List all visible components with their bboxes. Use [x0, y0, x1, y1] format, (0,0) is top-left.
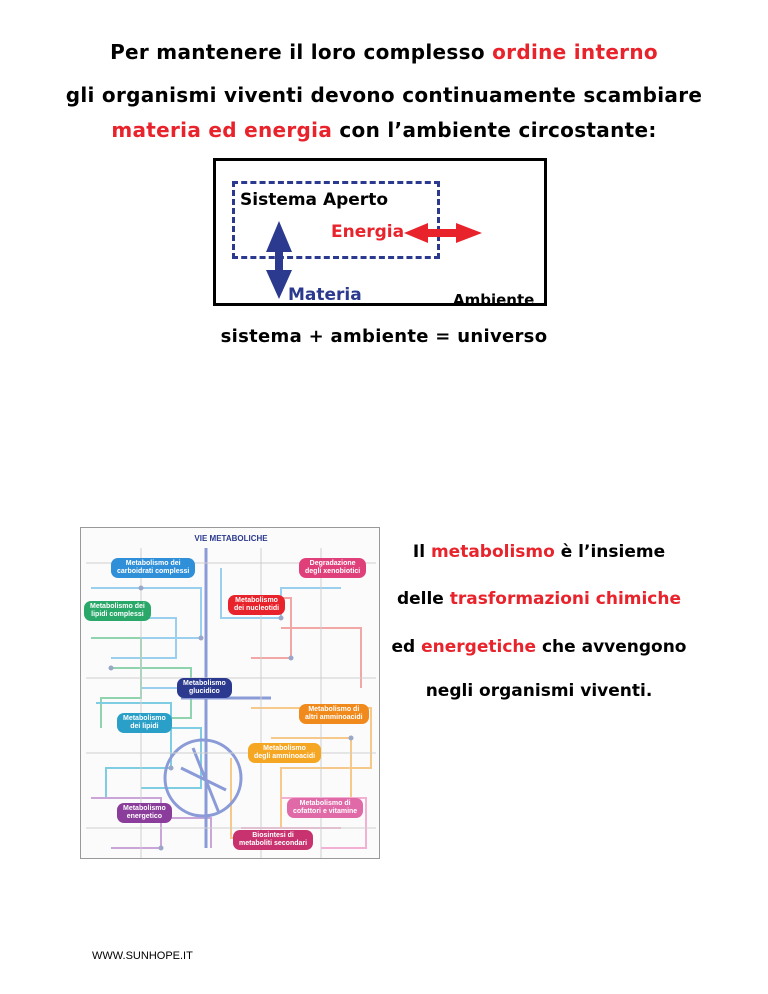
map-label-line: Biosintesi di: [252, 832, 294, 839]
map-label-line: Metabolismo: [263, 745, 306, 752]
diagram-arrows: [266, 221, 482, 299]
map-label-line: energetico: [126, 813, 163, 820]
map-label-line: Metabolismo: [235, 597, 278, 604]
environment-label: Ambiente: [453, 291, 535, 309]
map-label-line: Metabolismo di: [308, 706, 360, 713]
system-label: Sistema Aperto: [240, 190, 388, 210]
intro-line-1: Per mantenere il loro complesso ordine i…: [110, 40, 658, 64]
map-label-line: lipidi complessi: [91, 611, 144, 618]
definition-line-1: Il metabolismo è l’insieme: [412, 542, 666, 562]
map-label-line: degli amminoacidi: [254, 753, 316, 760]
footer-url: WWW.SUNHOPE.IT: [92, 950, 193, 962]
open-system-dashed-box: [232, 181, 440, 259]
map-label-line: cofattori e vitamine: [293, 808, 358, 815]
map-label-line: carboidrati complessi: [117, 568, 190, 575]
definition-line-3: ed energetiche che avvengono: [391, 637, 687, 657]
intro-line-2: gli organismi viventi devono continuamen…: [65, 83, 703, 107]
matter-label: Materia: [288, 285, 362, 305]
map-label-line: Metabolismo: [123, 805, 166, 812]
definition-line-4: negli organismi viventi.: [425, 681, 653, 701]
map-label-line: Metabolismo dei: [90, 603, 145, 610]
map-label-line: Degradazione: [309, 560, 356, 567]
energy-label: Energia: [331, 222, 405, 242]
map-label-line: degli xenobiotici: [305, 568, 361, 575]
intro-highlight-materia-energia: materia ed energia: [111, 118, 333, 142]
matter-arrow-icon: [266, 221, 292, 299]
definition-highlight-trasformazioni: trasformazioni chimiche: [449, 589, 682, 609]
map-label-line: Metabolismo: [123, 715, 166, 722]
map-label-line: metaboliti secondari: [239, 840, 308, 847]
definition-line-2: delle trasformazioni chimiche: [396, 589, 682, 609]
energy-arrow-icon: [404, 223, 482, 243]
environment-box: [213, 158, 547, 306]
map-label-line: Metabolismo dei: [125, 560, 181, 567]
map-label-line: Metabolismo: [183, 680, 226, 687]
definition-highlight-energetiche: energetiche: [421, 637, 537, 657]
definition-highlight-metabolismo: metabolismo: [430, 542, 555, 562]
map-label-line: glucidico: [189, 688, 220, 695]
map-label-line: Metabolismo di: [299, 800, 351, 807]
universe-equation: sistema + ambiente = universo: [220, 326, 548, 347]
intro-highlight-ordine: ordine interno: [492, 40, 658, 64]
map-label-line: dei nucleotidi: [234, 605, 280, 612]
map-label-line: altri amminoacidi: [305, 714, 363, 721]
metabolic-map-title: VIE METABOLICHE: [194, 534, 268, 543]
map-label-line: dei lipidi: [130, 723, 159, 730]
intro-line-3: materia ed energia con l’ambiente circos…: [111, 118, 657, 142]
